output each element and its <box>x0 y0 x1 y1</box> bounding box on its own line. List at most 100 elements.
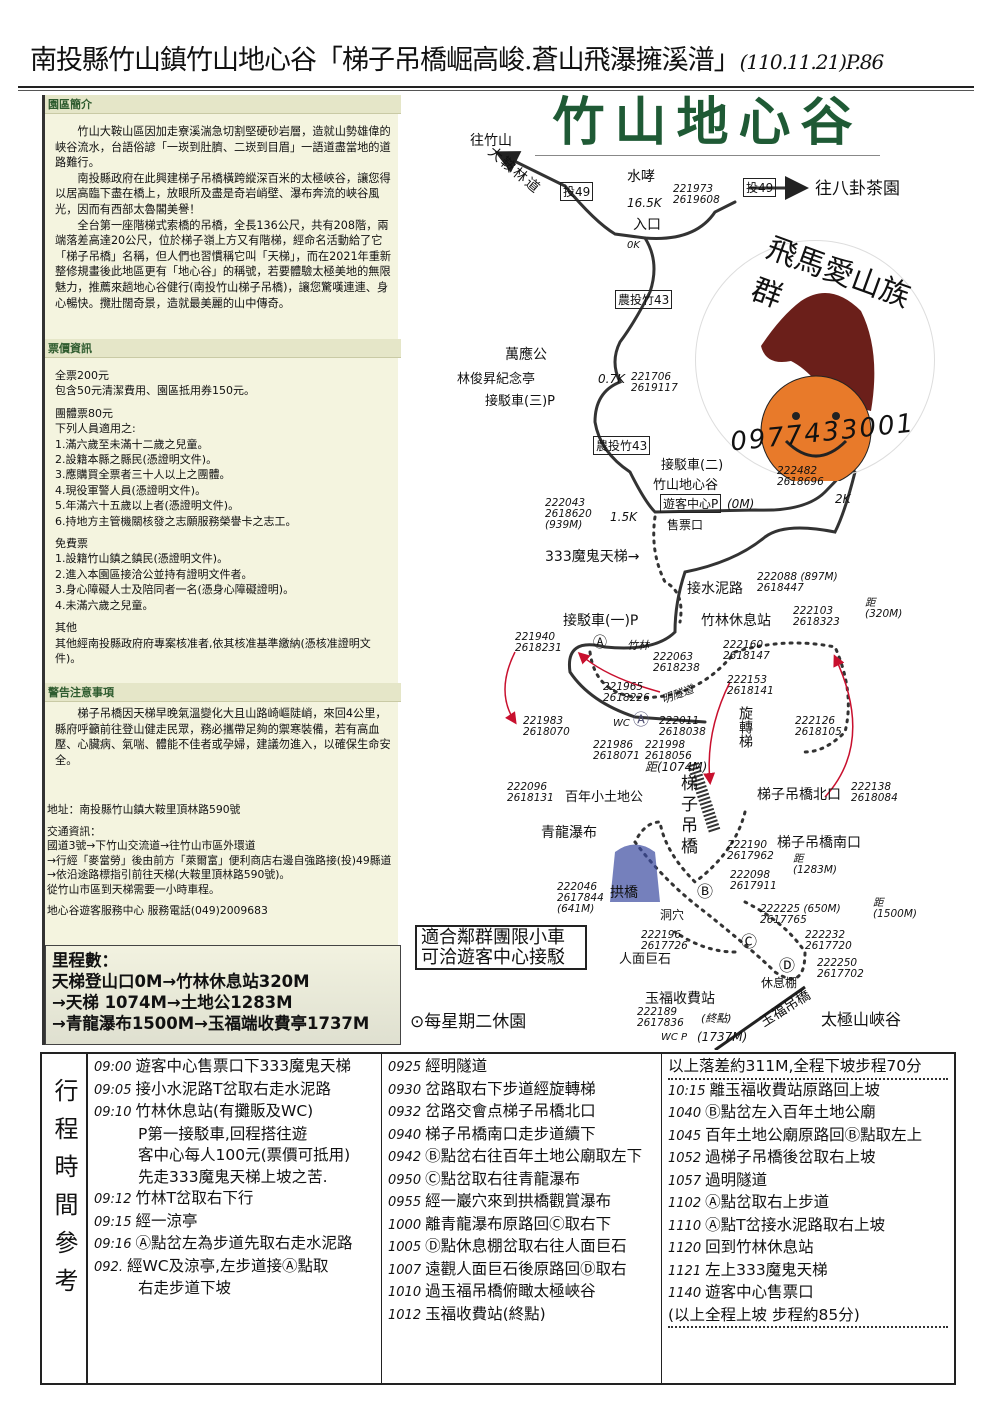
map-label: 222189 2617836 <box>637 1006 684 1029</box>
map-label: 拱橋 <box>610 885 638 901</box>
intro-section: 園區簡介 竹山大鞍山區因加走寮溪湍急切割堅硬砂岩層，造就山勢雄偉的峽谷流水，台語… <box>45 95 401 311</box>
schedule-step: 遠觀人面巨石後原路回Ⓓ取右 <box>425 1259 627 1278</box>
intro-paragraph: 竹山大鞍山區因加走寮溪湍急切割堅硬砂岩層，造就山勢雄偉的峽谷流水，台語俗諺「一崁… <box>55 125 391 170</box>
mileage-line: 天梯登山口0M→竹林休息站320M <box>52 972 310 991</box>
schedule-time: 09:10 <box>94 1105 132 1120</box>
map-label: 百年小土地公 <box>565 790 644 805</box>
warning-section: 警告注意事項 梯子吊橋因天梯早晚氣溫變化大且山路崎嶇陡峭，來回4公里，縣府呼籲前… <box>45 683 401 768</box>
mileage-line: →天梯 1074M→土地公1283M <box>52 993 293 1012</box>
traffic-line: →行經「麥當勞」後由前方「萊爾富」便利商店右邊自強路接(投)49縣道→依沿途路標… <box>47 853 392 882</box>
schedule-step: 經WC及涼亭,左步道接Ⓐ點取 <box>126 1256 329 1275</box>
yufu-bridge <box>714 985 806 1050</box>
intro-paragraph: 全台第一座階梯式索橋的吊橋，全長136公尺，共有208階，兩端落差高達20公尺，… <box>55 218 392 310</box>
schedule-step: Ⓑ點岔左入百年土地公廟 <box>705 1103 876 1121</box>
map-routes <box>494 151 862 1050</box>
schedule-step: 左上333魔鬼天梯 <box>705 1260 828 1279</box>
descent-summary: 以上落差約311M,全程下坡步程70分 <box>668 1056 948 1080</box>
ascent-summary: (以上全程上坡 步程約85分) <box>668 1305 948 1328</box>
free-item: 4.未滿六歲之兒童。 <box>55 598 154 612</box>
divider <box>18 86 974 88</box>
map-label: 222138 2618084 <box>851 781 898 804</box>
map-label: 休息棚 <box>761 976 798 990</box>
map-label: (0M) <box>727 497 755 511</box>
schedule-time: 092. <box>94 1259 123 1275</box>
schedule-time: 09:16 <box>94 1237 132 1252</box>
map-label: Ⓐ <box>593 635 607 651</box>
group-intro: 下列人員適用之: <box>55 422 136 436</box>
map-label: 222153 2618141 <box>727 674 774 697</box>
title-date: (110.11.21) <box>739 50 847 74</box>
schedule-step: 百年土地公廟原路回Ⓑ點取左上 <box>705 1125 923 1144</box>
ticket-section: 票價資訊 全票200元 包含50元清潔費用、園區抵用券150元。 團體票80元 … <box>45 339 401 666</box>
map-label: 竹林休息站 <box>701 613 771 629</box>
note-line: 可洽遊客中心接駁 <box>421 947 565 968</box>
other-text: 其他經南投縣政府府專案核准者,依其核准基準繳納(憑核准證明文件)。 <box>55 636 371 665</box>
schedule-step: 離青龍瀑布原路回Ⓒ取右下 <box>425 1214 612 1233</box>
map-label: 往八卦茶園 <box>815 179 900 199</box>
schedule-time: 09:12 <box>94 1192 132 1207</box>
group-item: 2.設籍本縣之縣民(憑證明文件)。 <box>55 453 218 467</box>
map-label: 222190 2617962 <box>727 839 774 862</box>
schedule-step: 過玉福吊橋俯瞰太極峽谷 <box>425 1282 596 1300</box>
schedule-time: 0930 <box>388 1082 422 1098</box>
schedule-time: 1010 <box>388 1285 422 1300</box>
trail-map: 竹山地心谷 飛馬愛山族群 0977433001 往竹山 大鞍林道 投49 水哮 … <box>405 92 975 1050</box>
service-phone: 地心谷遊客服務中心 服務電話(049)2009683 <box>47 904 268 917</box>
traffic-line: 國道3號→下竹山交流道→往竹山市區外環道 <box>47 839 256 852</box>
page-title: 南投縣竹山鎮竹山地心谷「梯子吊橋崛高峻.蒼山飛瀑擁溪潽」(110.11.21)P… <box>30 38 884 77</box>
map-label: 222096 2618131 <box>507 781 554 804</box>
note-line: 適合鄰群團限小車 <box>421 927 565 948</box>
group-item: 6.持地方主管機關核發之志願服務榮譽卡之志工。 <box>55 514 297 528</box>
map-label: 梯子吊橋南口 <box>777 835 861 851</box>
group-item: 1.滿六歲至未滿十二歲之兒童。 <box>55 437 209 451</box>
map-label: 221973 2619608 <box>673 183 720 206</box>
schedule-step: 接小水泥路T岔取右走水泥路 <box>135 1079 331 1098</box>
group-item: 5.年滿六十五歲以上者(憑證明文件)。 <box>55 499 240 513</box>
map-label: 222160 2618147 <box>723 639 770 662</box>
map-label: WC <box>613 718 630 729</box>
schedule-time: 1040 <box>668 1106 702 1121</box>
contact-section: 地址：南投縣竹山鎮大鞍里頂林路590號 交通資訊： 國道3號→下竹山交流道→往竹… <box>45 803 401 919</box>
map-label: 222250 2617702 <box>817 957 864 980</box>
schedule-step: 經一涼亭 <box>135 1211 198 1230</box>
group-item: 3.應購買全票者三十人以上之團體。 <box>55 468 231 482</box>
schedule-heading-text: 行程時間參考 <box>50 1078 78 1306</box>
free-title: 免費票 <box>55 537 88 551</box>
red-arrow <box>824 654 854 798</box>
map-label: 221986 2618071 <box>593 739 640 762</box>
schedule-row: 客中心每人100元(票價可抵用) <box>94 1145 375 1167</box>
trail-face-rock <box>673 930 737 954</box>
map-label: 萬應公 <box>505 347 547 363</box>
map-label: 222098 2617911 <box>730 869 777 892</box>
schedule-row: P第一接駁車,回程搭往遊 <box>94 1124 375 1146</box>
map-label: 青龍瀑布 <box>541 825 597 841</box>
schedule-step: 經明隧道 <box>425 1057 488 1075</box>
map-label: 竹林 <box>627 639 649 652</box>
red-arrow <box>703 681 731 785</box>
address: 地址：南投縣竹山鎮大鞍里頂林路590號 <box>47 803 241 816</box>
point-c-marker: Ⓒ <box>741 932 758 951</box>
map-label: 梯子吊橋北口 <box>757 787 841 803</box>
map-label: 距 (1283M) <box>793 853 837 876</box>
schedule-time: 1102 <box>668 1196 702 1211</box>
schedule-step: 右走步道下坡 <box>138 1279 232 1297</box>
point-b-marker: Ⓑ <box>697 882 714 901</box>
schedule-time: 1000 <box>388 1217 422 1233</box>
warning-heading: 警告注意事項 <box>45 683 401 702</box>
map-label: 竹山地心谷 <box>653 478 719 493</box>
schedule-time: 1121 <box>668 1263 702 1279</box>
point-d-marker: Ⓓ <box>779 956 796 975</box>
map-label: WC P <box>661 1032 688 1043</box>
map-label: 投49 <box>743 178 777 197</box>
schedule-step: 客中心每人100元(票價可抵用) <box>138 1146 351 1164</box>
schedule-step: 竹林T岔取右下行 <box>135 1189 254 1207</box>
